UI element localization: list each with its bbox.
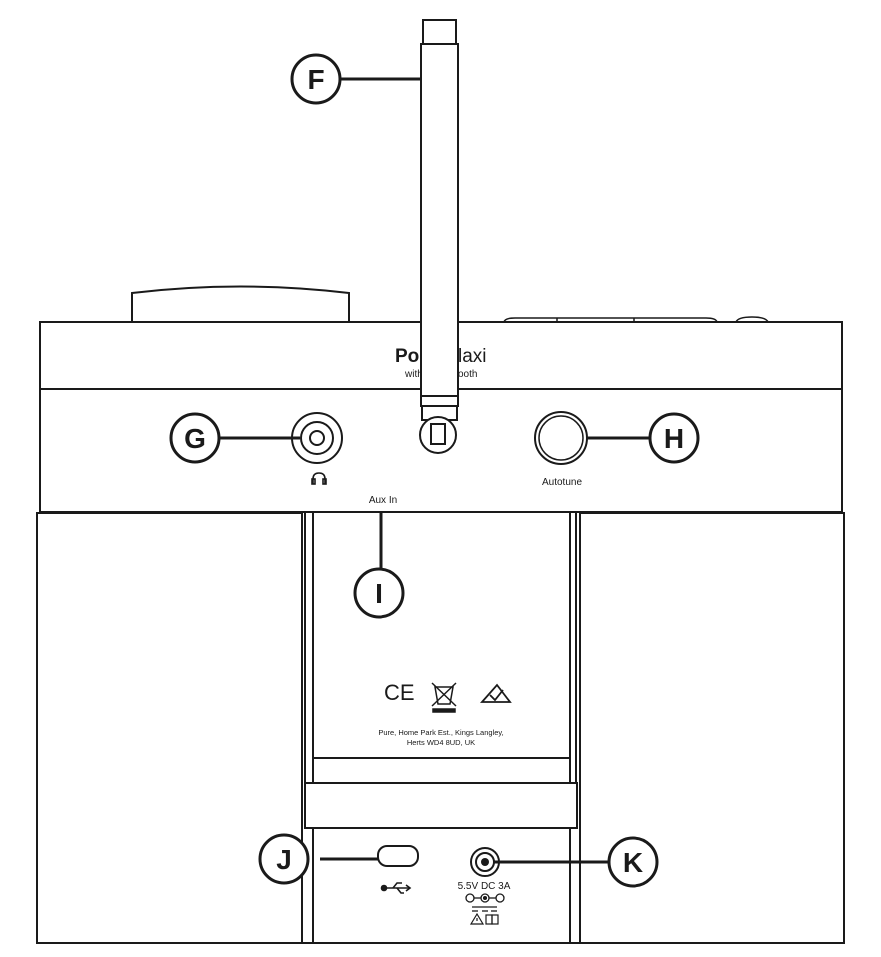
dc-symbol-icon bbox=[472, 906, 497, 912]
recess-wall bbox=[304, 513, 577, 783]
callout-f: F bbox=[290, 53, 342, 105]
callout-g-label: G bbox=[184, 423, 206, 454]
antenna-rod bbox=[420, 43, 459, 407]
ce-mark: CE bbox=[384, 680, 415, 705]
callout-k-label: K bbox=[623, 847, 643, 878]
lower-recess bbox=[312, 828, 571, 943]
left-housing bbox=[36, 512, 303, 944]
antenna-tip bbox=[422, 19, 457, 45]
address-line-1: Pure, Home Park Est., Kings Langley, bbox=[378, 728, 503, 737]
polarity-icon bbox=[465, 893, 505, 903]
callout-j: J bbox=[258, 833, 310, 885]
rcm-icon bbox=[480, 683, 512, 703]
callout-f-label: F bbox=[307, 64, 324, 95]
callout-h: H bbox=[648, 412, 700, 464]
brand-subtitle-right: ooth bbox=[458, 369, 477, 380]
autotune-label: Autotune bbox=[542, 477, 582, 488]
headphone-icon bbox=[311, 472, 327, 485]
warning-manual-icon bbox=[469, 912, 499, 925]
callout-i-label: I bbox=[375, 578, 383, 609]
antenna bbox=[419, 19, 459, 454]
callout-k: K bbox=[607, 836, 659, 888]
autotune-button bbox=[534, 411, 588, 465]
brand-name-left: Po bbox=[395, 346, 419, 367]
weee-bin-icon bbox=[431, 682, 457, 713]
callout-lines bbox=[219, 77, 650, 864]
top-buttons bbox=[503, 316, 769, 323]
brand-subtitle-left: with bbox=[404, 369, 423, 380]
aux-in-label: Aux In bbox=[369, 495, 397, 506]
dc-rating-label: 5.5V DC 3A bbox=[458, 881, 511, 892]
top-handle bbox=[131, 285, 350, 322]
control-panel bbox=[39, 389, 843, 513]
callout-h-label: H bbox=[664, 423, 684, 454]
callout-i: I bbox=[353, 567, 405, 619]
usb-port bbox=[377, 845, 419, 867]
address-line-2: Herts WD4 8UD, UK bbox=[407, 738, 475, 747]
callout-g: G bbox=[169, 412, 221, 464]
shelf bbox=[304, 782, 578, 829]
usb-icon bbox=[380, 882, 412, 894]
callout-j-label: J bbox=[276, 844, 292, 875]
brand-name-right: laxi bbox=[458, 346, 487, 367]
